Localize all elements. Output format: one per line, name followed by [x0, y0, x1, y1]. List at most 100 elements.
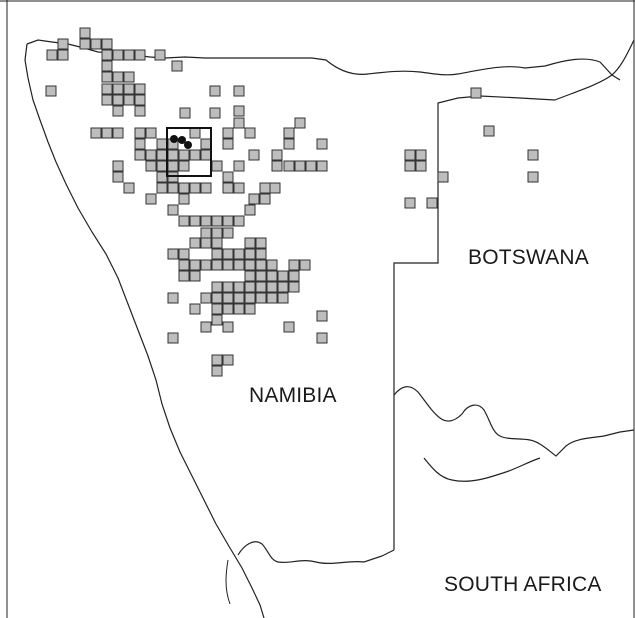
grid-cell: [222, 259, 234, 271]
grid-cell: [233, 85, 245, 97]
grid-cell: [211, 365, 223, 377]
grid-cell: [156, 149, 168, 161]
grid-cell: [255, 292, 267, 304]
grid-cell: [255, 237, 267, 249]
grid-cell: [233, 259, 245, 271]
grid-cell: [233, 117, 245, 129]
grid-cell: [101, 71, 113, 83]
grid-cell: [134, 83, 146, 95]
grid-cell: [294, 117, 306, 129]
grid-cell: [233, 182, 245, 194]
grid-cell: [156, 138, 168, 150]
grid-cell: [211, 227, 223, 239]
river-lower: [225, 559, 231, 605]
grid-cell: [112, 171, 124, 183]
occurrence-grid: [45, 27, 539, 377]
grid-cell: [171, 60, 183, 72]
grid-cell: [283, 138, 295, 150]
grid-cell: [79, 27, 91, 39]
grid-cell: [189, 270, 201, 282]
grid-cell: [154, 49, 166, 61]
grid-cell: [200, 227, 212, 239]
grid-cell: [211, 237, 223, 249]
grid-cell: [45, 85, 57, 97]
grid-cell: [470, 87, 482, 99]
grid-cell: [167, 204, 179, 216]
grid-cell: [178, 270, 190, 282]
grid-cell: [255, 270, 267, 282]
collection-point: [184, 141, 192, 149]
grid-cell: [266, 292, 278, 304]
grid-cell: [244, 259, 256, 271]
grid-cell: [145, 149, 157, 161]
grid-cell: [211, 215, 223, 227]
grid-cell: [305, 160, 317, 172]
zambezi-border: [554, 39, 635, 101]
grid-cell: [266, 259, 278, 271]
grid-cell: [101, 83, 113, 95]
collection-points: [170, 135, 192, 149]
grid-cell: [145, 127, 157, 139]
grid-cell: [134, 127, 146, 139]
grid-cell: [244, 292, 256, 304]
grid-cell: [178, 215, 190, 227]
grid-cell: [211, 248, 223, 260]
grid-cell: [222, 354, 234, 366]
grid-cell: [209, 85, 221, 97]
eastern-border: [393, 95, 556, 550]
grid-cell: [134, 149, 146, 161]
grid-cell: [167, 182, 179, 194]
grid-cell: [101, 94, 113, 106]
grid-cell: [200, 215, 212, 227]
grid-cell: [134, 105, 146, 117]
grid-cell: [211, 281, 223, 293]
grid-cell: [244, 237, 256, 249]
collection-point: [178, 136, 186, 144]
grid-cell: [248, 193, 260, 205]
grid-cell: [189, 149, 201, 161]
grid-cell: [112, 83, 124, 95]
grid-cell: [167, 248, 179, 260]
grid-cell: [316, 310, 328, 322]
grid-cell: [123, 71, 135, 83]
grid-cell: [178, 160, 190, 172]
grid-cell: [259, 193, 271, 205]
grid-cell: [404, 160, 416, 172]
grid-cell: [255, 259, 267, 271]
grid-cell: [233, 303, 245, 315]
grid-cell: [178, 259, 190, 271]
grid-cell: [134, 49, 146, 61]
grid-cell: [189, 303, 201, 315]
grid-cell: [211, 354, 223, 366]
grid-cell: [233, 292, 245, 304]
grid-cell: [255, 248, 267, 260]
grid-cell: [178, 182, 190, 194]
grid-cell: [277, 281, 289, 293]
grid-cell: [123, 94, 135, 106]
grid-cell: [277, 270, 289, 282]
grid-cell: [222, 227, 234, 239]
grid-cell: [134, 138, 146, 150]
grid-cell: [189, 259, 201, 271]
grid-cell: [233, 248, 245, 260]
grid-cell: [167, 149, 179, 161]
grid-cell: [112, 49, 124, 61]
grid-cell: [316, 138, 328, 150]
label-namibia: NAMIBIA: [249, 384, 337, 407]
grid-cell: [200, 259, 212, 271]
grid-cell: [211, 259, 223, 271]
grid-cell: [271, 160, 283, 172]
grid-cell: [79, 38, 91, 50]
grid-cell: [156, 171, 168, 183]
grid-cell: [200, 182, 212, 194]
grid-cell: [145, 160, 157, 172]
study-area-box: [166, 127, 212, 177]
grid-cell: [200, 138, 212, 150]
grid-cell: [288, 270, 300, 282]
grid-cell: [167, 160, 179, 172]
grid-cell: [483, 125, 495, 137]
grid-cell: [211, 160, 223, 172]
grid-cell: [527, 149, 539, 161]
grid-cell: [101, 127, 113, 139]
